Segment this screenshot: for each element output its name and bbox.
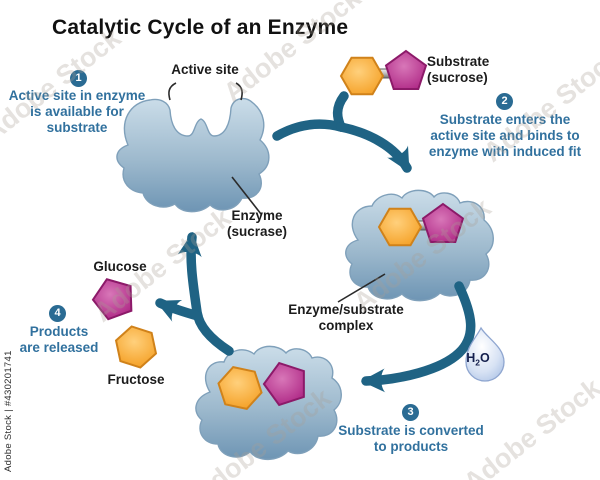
released-fructose-hexagon [114,325,158,369]
fructose-hexagon [217,366,263,410]
enzyme-label-line-2: (sucrase) [226,224,288,239]
step-4-badge: 4 [49,305,66,322]
fructose-pentagon [384,49,428,90]
arrow-step4-up [177,232,234,356]
arrow-step4-products [155,298,203,322]
active-site-leader-right [235,82,243,101]
step-1-line-2: is available for [30,104,124,119]
water-label-o: O [480,351,490,365]
enzyme-label-leader [231,176,262,215]
substrate-label-line-1: Substrate [427,54,490,69]
step-1-badge: 1 [70,70,87,87]
glucose-pentagon [262,361,305,407]
water-label: H2O [457,352,499,369]
cycle-arrows [155,91,476,393]
step-4-text: Products are released [0,324,130,356]
leader-lines [168,82,386,303]
water-droplet [465,326,505,382]
step-2-line-3: enzyme with induced fit [428,144,582,159]
step-4-line-2: are released [19,340,99,355]
complex-label-line-1: Enzyme/substrate [288,302,404,317]
step-3-line-1: Substrate is converted [338,423,484,438]
substrate-sucrose-molecule [339,49,428,96]
enzyme-blob [116,97,270,213]
bound-substrate-molecule [377,202,465,247]
step-2-line-1: Substrate enters the [439,112,571,127]
substrate-label: Substrate (sucrose) [427,54,537,86]
arrow-enzyme-branch [272,119,346,141]
step-3-badge: 3 [402,404,419,421]
step-2-line-2: active site and binds to [430,128,580,143]
step-2-badge: 2 [496,93,513,110]
cleaved-products-molecules [217,361,305,410]
step-4-line-1: Products [29,324,89,339]
water-label-h: H [466,351,476,365]
fructose-label: Fructose [107,372,165,387]
active-site-leader-left [168,82,177,101]
enzyme-label-line-1: Enzyme [231,208,283,223]
glucose-label: Glucose [93,259,147,274]
complex-label-line-2: complex [318,318,374,333]
enzyme-label: Enzyme (sucrase) [207,208,307,240]
step-1-line-1: Active site in enzyme [8,88,146,103]
fructose-pentagon [421,202,465,243]
arrow-step3 [361,281,476,393]
step-1-line-3: substrate [46,120,108,135]
diagram-title: Catalytic Cycle of an Enzyme [52,16,349,39]
step-2-text: Substrate enters the active site and bin… [408,112,600,160]
complex-label: Enzyme/substrate complex [276,302,416,334]
substrate-label-line-2: (sucrose) [427,70,488,85]
step-3-line-2: to products [373,439,449,454]
glucose-hexagon [377,207,423,247]
step-1-text: Active site in enzyme is available for s… [0,88,158,136]
active-site-label: Active site [171,62,239,77]
released-glucose-pentagon [91,278,133,321]
step-3-text: Substrate is converted to products [311,423,511,455]
arrow-step2 [336,122,412,173]
water-label-sub: 2 [475,357,481,368]
glucose-hexagon [339,56,385,96]
complex-label-leader [337,273,386,303]
stock-id-watermark: Adobe Stock | #430201741 [3,350,14,472]
